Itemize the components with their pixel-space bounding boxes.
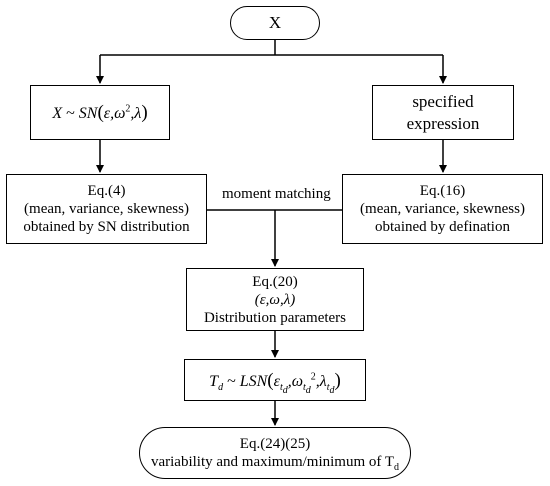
- eq4-line3: obtained by SN distribution: [23, 219, 190, 235]
- eq16-line2: (mean, variance, skewness): [360, 201, 525, 217]
- end-node: Eq.(24)(25) variability and maximum/mini…: [139, 427, 411, 479]
- eq16-line3: obtained by defination: [375, 219, 510, 235]
- eq20-box: Eq.(20) (ε,ω,λ) Distribution parameters: [186, 268, 364, 331]
- end-line1: Eq.(24)(25): [239, 436, 311, 452]
- eq4-line1: Eq.(4): [87, 183, 126, 199]
- specified-line1: specified: [412, 91, 474, 111]
- eq4-box: Eq.(4) (mean, variance, skewness) obtain…: [6, 174, 207, 244]
- lsn-formula: Td ~ LSN(εtd,ωtd2,λtd): [209, 369, 341, 396]
- eq16-box: Eq.(16) (mean, variance, skewness) obtai…: [342, 174, 543, 244]
- sn-formula: X ~ SN(ε,ω2,λ): [52, 102, 148, 123]
- lsn-distribution-box: Td ~ LSN(εtd,ωtd2,λtd): [184, 359, 366, 401]
- start-node: X: [230, 6, 320, 40]
- edge-start-split: [100, 40, 443, 56]
- eq4-line2: (mean, variance, skewness): [24, 201, 189, 217]
- end-line2: variability and maximum/minimum of Td: [150, 454, 400, 473]
- specified-expression-box: specified expression: [372, 85, 514, 140]
- eq20-line3: Distribution parameters: [203, 309, 347, 326]
- start-label: X: [268, 13, 282, 32]
- eq16-line1: Eq.(16): [419, 183, 466, 199]
- eq20-line1: Eq.(20): [252, 273, 298, 290]
- moment-matching-label: moment matching: [218, 186, 335, 203]
- specified-line2: expression: [406, 113, 480, 133]
- sn-distribution-box: X ~ SN(ε,ω2,λ): [30, 85, 170, 140]
- eq20-params: (ε,ω,λ): [254, 291, 296, 308]
